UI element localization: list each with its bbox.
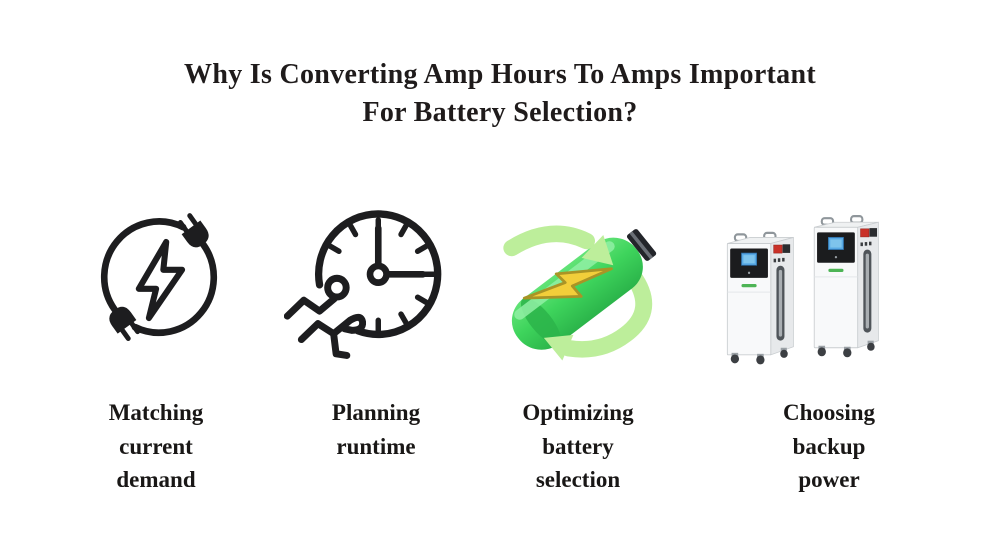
cycle-arrow-top-tail	[503, 225, 596, 257]
label-line: selection	[535, 467, 621, 492]
tower-breaker-switch	[860, 228, 870, 238]
label-line: demand	[116, 467, 196, 492]
cycle-arrow-bottom-head	[543, 334, 574, 361]
runner-figure	[284, 274, 367, 359]
runner-arms	[284, 295, 338, 320]
item-label-optimizing-battery-selection: Optimizing battery selection	[466, 396, 690, 497]
label-line: power	[798, 467, 860, 492]
item-label-planning-runtime: Planning runtime	[264, 396, 488, 463]
label-line: runtime	[336, 433, 416, 459]
label-line: Planning	[331, 400, 421, 425]
item-label-choosing-backup-power: Choosing backup power	[717, 396, 941, 497]
label-line: Matching	[108, 400, 204, 425]
battery-bolt-shape	[522, 267, 613, 300]
title-line-1: Why Is Converting Amp Hours To Amps Impo…	[184, 59, 816, 90]
tower-breaker-switch	[773, 244, 783, 254]
tower-right	[813, 215, 879, 358]
label-line: battery	[542, 433, 614, 459]
runner-shin	[330, 330, 351, 359]
tower-brand-logo	[741, 283, 757, 288]
cycle-arrow-bottom-tail	[560, 267, 653, 358]
power-plugs-lightning-icon	[84, 204, 234, 356]
running-clock-svg	[284, 210, 442, 359]
label-line: Choosing	[782, 400, 876, 425]
title-line-2: For Battery Selection?	[362, 97, 638, 128]
label-line: Optimizing	[522, 400, 634, 425]
battery-recycle-arrows-svg	[503, 225, 657, 361]
tower-connectors	[860, 241, 872, 247]
label-line: backup	[792, 433, 866, 459]
battery-tower-units-icon	[716, 203, 886, 367]
lightning-bolt-shape	[135, 238, 186, 322]
clock-face	[315, 210, 442, 339]
item-label-matching-current-demand: Matching current demand	[44, 396, 268, 497]
battery-tower-units-svg	[726, 215, 879, 365]
cycle-arrow-top-head	[581, 234, 614, 266]
tower-wheels	[730, 347, 788, 365]
tower-brand-logo	[828, 268, 844, 273]
runner-head	[324, 274, 350, 301]
page-title: Why Is Converting Amp Hours To Amps Impo…	[0, 56, 1000, 132]
tower-handle	[850, 215, 864, 224]
label-line: current	[119, 433, 193, 459]
cord-circle-arc-left	[100, 218, 187, 314]
running-clock-icon	[284, 199, 456, 373]
plug-top-right	[177, 213, 209, 248]
power-plugs-lightning-svg	[100, 213, 218, 342]
cord-circle-arc-right	[131, 241, 218, 337]
runner-legs	[297, 313, 367, 344]
clock-center-dot	[366, 262, 390, 286]
tower-left	[726, 231, 794, 365]
tower-connectors	[773, 257, 785, 263]
plug-bottom-left	[109, 306, 141, 342]
tower-wheels	[817, 340, 875, 358]
clock-hands	[366, 224, 427, 286]
battery-recycle-arrows-icon	[494, 203, 672, 369]
